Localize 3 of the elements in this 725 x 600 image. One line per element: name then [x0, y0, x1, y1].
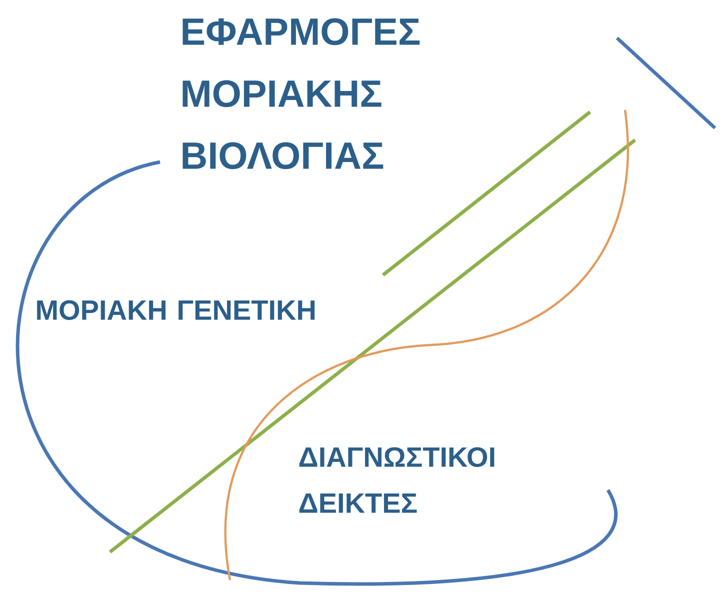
label: ΜΟΡΙΑΚΗ ΓΕΝΕΤΙΚΗ — [37, 300, 315, 320]
title: ΕΦΑΡΜΟΓΕΣ ΜΟΡΙΑΚΗΣ ΒΙΟΛΟΓΙΑΣ — [182, 18, 420, 170]
label: ΔΙΑΓΝΩΣΤΙΚΟΙ ΔΕΙΚΤΕΣ — [299, 447, 494, 513]
